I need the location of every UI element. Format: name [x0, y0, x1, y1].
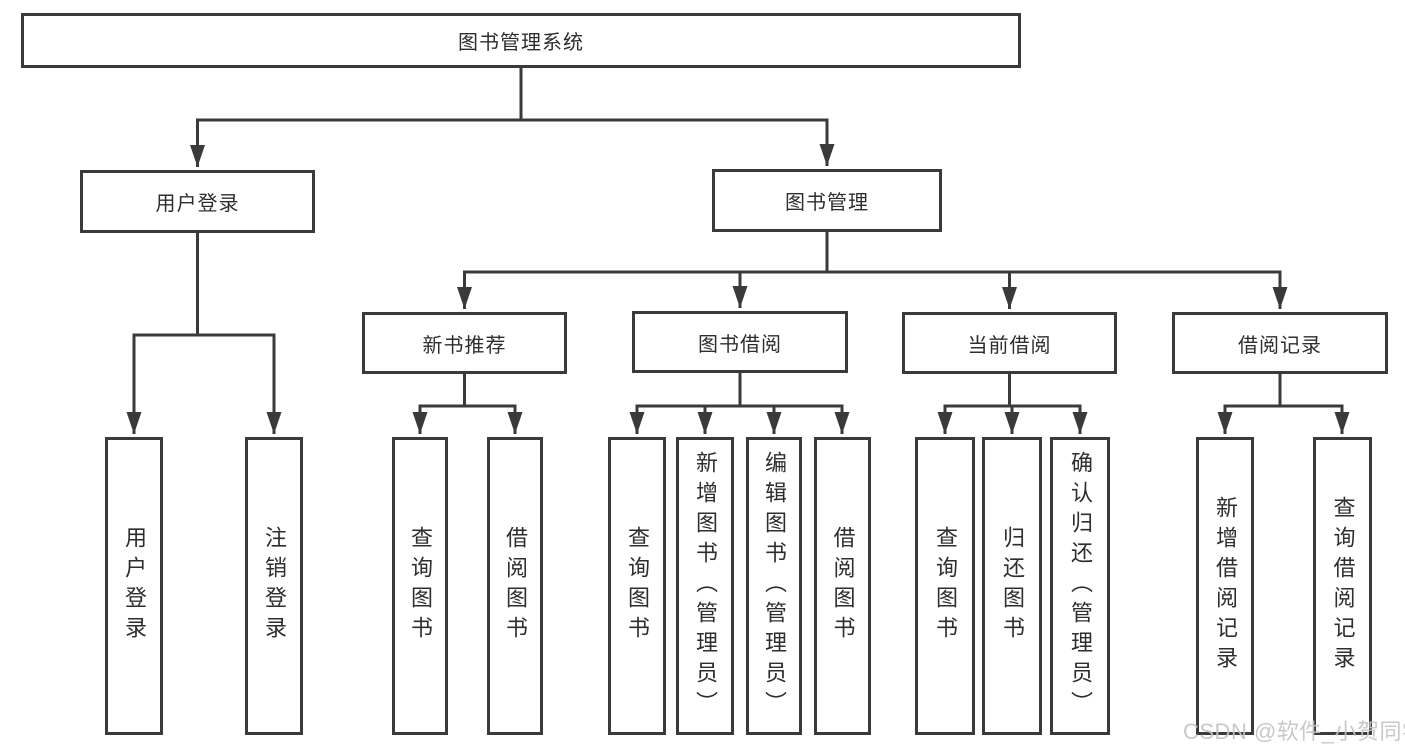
connector-root-to-level2	[190, 68, 835, 167]
leaf-query-borrow-record: 查询借阅记录	[1313, 437, 1372, 735]
leaf-query-books-3: 查询图书	[915, 437, 975, 735]
leaf-borrow-books-1: 借阅图书	[487, 437, 543, 735]
node-current-borrowing: 当前借阅	[902, 312, 1117, 374]
node-borrowing-records: 借阅记录	[1172, 312, 1388, 374]
leaf-label: 注销登录	[262, 526, 287, 646]
connector-user-login-to-leaves	[126, 233, 282, 434]
leaf-label: 查询借阅记录	[1330, 496, 1356, 676]
leaf-confirm-return-admin: 确认归还（管理员）	[1050, 437, 1110, 735]
leaf-add-borrow-record: 新增借阅记录	[1196, 437, 1254, 735]
csdn-watermark: CSDN @软件_小贺同学	[1183, 719, 1405, 744]
leaf-label: 确认归还（管理员）	[1068, 451, 1093, 721]
node-library-management-system: 图书管理系统	[21, 13, 1021, 68]
connector-new-book-to-leaves	[412, 374, 523, 434]
leaf-label: 归还图书	[1000, 526, 1025, 646]
leaf-label: 新增图书（管理员）	[693, 451, 718, 721]
connector-current-borrow-to-leaves	[937, 374, 1088, 434]
leaf-query-books-1: 查询图书	[392, 437, 448, 735]
connector-borrow-records-to-leaves	[1217, 374, 1350, 434]
node-book-management-branch: 图书管理	[712, 169, 942, 232]
leaf-edit-books-admin: 编辑图书（管理员）	[746, 437, 802, 735]
leaf-return-books: 归还图书	[982, 437, 1042, 735]
leaf-borrow-books-2: 借阅图书	[814, 437, 871, 735]
leaf-query-books-2: 查询图书	[608, 437, 666, 735]
node-user-login-branch: 用户登录	[80, 170, 315, 233]
leaf-label: 查询图书	[933, 526, 958, 646]
leaf-label: 借阅图书	[830, 526, 856, 646]
leaf-label: 查询图书	[625, 526, 650, 646]
connector-book-borrow-to-leaves	[629, 373, 850, 434]
node-new-book-recommendation: 新书推荐	[362, 312, 567, 374]
leaf-user-login: 用户登录	[105, 437, 163, 735]
leaf-label: 编辑图书（管理员）	[762, 451, 787, 721]
connector-book-management-to-level3	[457, 232, 1288, 309]
leaf-logout: 注销登录	[245, 437, 303, 735]
leaf-label: 查询图书	[408, 526, 433, 646]
leaf-label: 用户登录	[122, 526, 147, 646]
leaf-add-books-admin: 新增图书（管理员）	[676, 437, 734, 735]
node-book-borrowing: 图书借阅	[632, 311, 848, 373]
leaf-label: 借阅图书	[503, 526, 528, 646]
leaf-label: 新增借阅记录	[1213, 496, 1238, 676]
